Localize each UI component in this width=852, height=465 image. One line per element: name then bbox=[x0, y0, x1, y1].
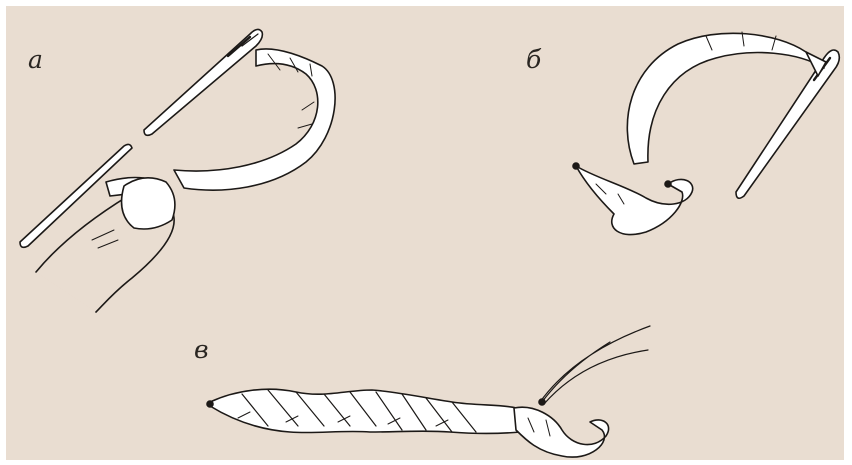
step-label-b: б bbox=[526, 45, 542, 74]
diagram-svg: а б bbox=[6, 6, 844, 460]
ribbon-needle-diagram: а б bbox=[6, 6, 844, 460]
step-label-c: в bbox=[194, 335, 209, 364]
step-label-a: а bbox=[28, 45, 43, 74]
